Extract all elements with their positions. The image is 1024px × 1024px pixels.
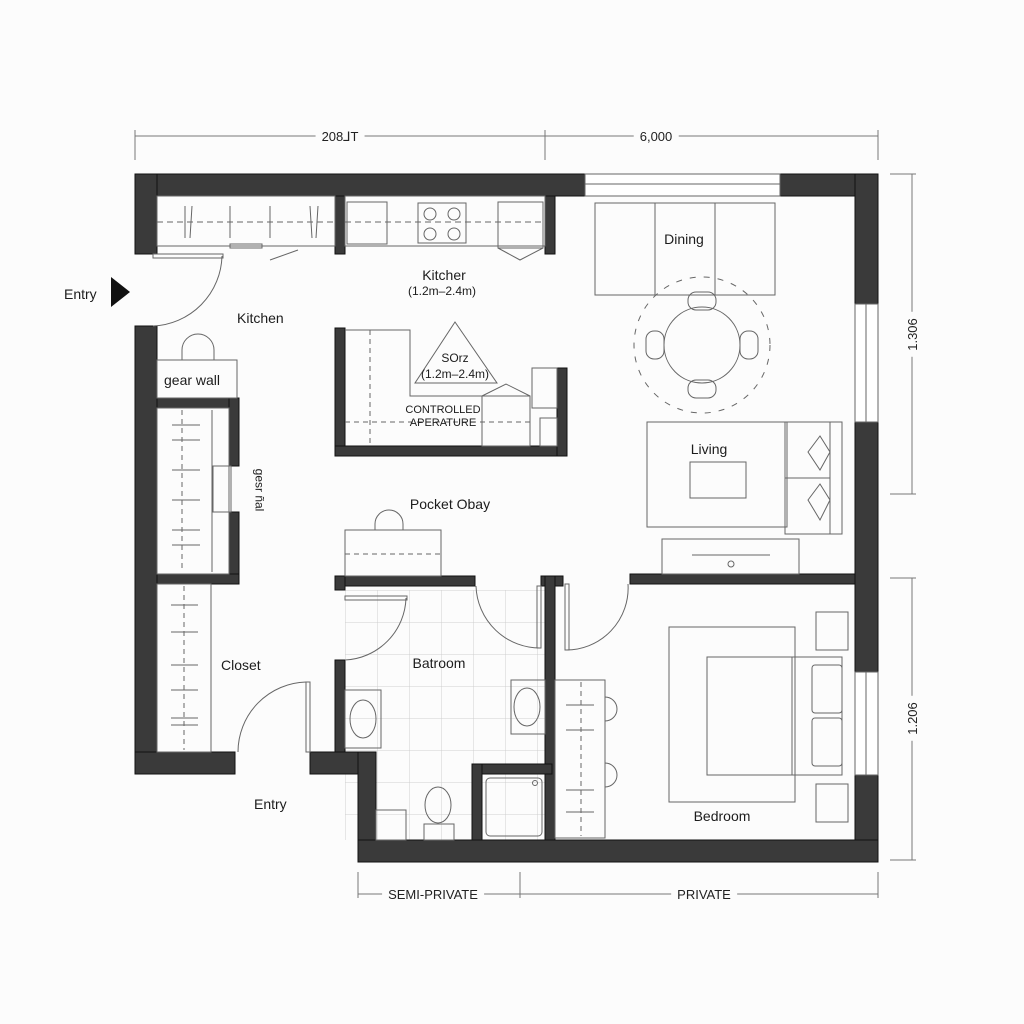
label-entry-main: Entry <box>64 286 97 302</box>
zone-semi-private: SEMI-PRIVATE <box>382 888 484 901</box>
dimension-top-right: 6,000 <box>633 130 679 143</box>
fixtures <box>152 195 849 841</box>
label-dining: Dining <box>664 231 704 247</box>
walls <box>134 173 879 863</box>
label-kitchen: Kitchen <box>237 310 284 326</box>
label-work-triangle-range: (1.2m–2.4m) <box>420 367 490 381</box>
bathroom-tiles <box>345 590 545 840</box>
label-closet: Closet <box>221 657 261 673</box>
label-gear-rail: gesr ñal <box>252 468 267 512</box>
entry-arrow-icon <box>111 277 130 307</box>
dimension-right-lower: 1.206 <box>905 696 920 741</box>
label-kitchen-upper: Kitcher <box>422 267 466 283</box>
label-aperature: APERATURE <box>409 417 477 429</box>
label-controlled: CONTROLLED <box>405 404 481 416</box>
label-pocket: Pocket Obay <box>409 496 491 512</box>
label-gear-wall: gear wall <box>164 372 221 388</box>
dimension-right-upper: 1.306 <box>905 312 920 357</box>
label-entry-secondary: Entry <box>254 796 287 812</box>
windows <box>584 173 879 776</box>
label-work-triangle: SOrz <box>441 351 469 365</box>
dimension-top-left: 208⅃T <box>315 130 365 143</box>
label-living: Living <box>690 441 728 457</box>
zone-private: PRIVATE <box>671 888 737 901</box>
label-bedroom: Bedroom <box>693 808 751 824</box>
label-bathroom: Batroom <box>412 655 466 671</box>
label-kitchen-range: (1.2m–2.4m) <box>407 284 477 298</box>
